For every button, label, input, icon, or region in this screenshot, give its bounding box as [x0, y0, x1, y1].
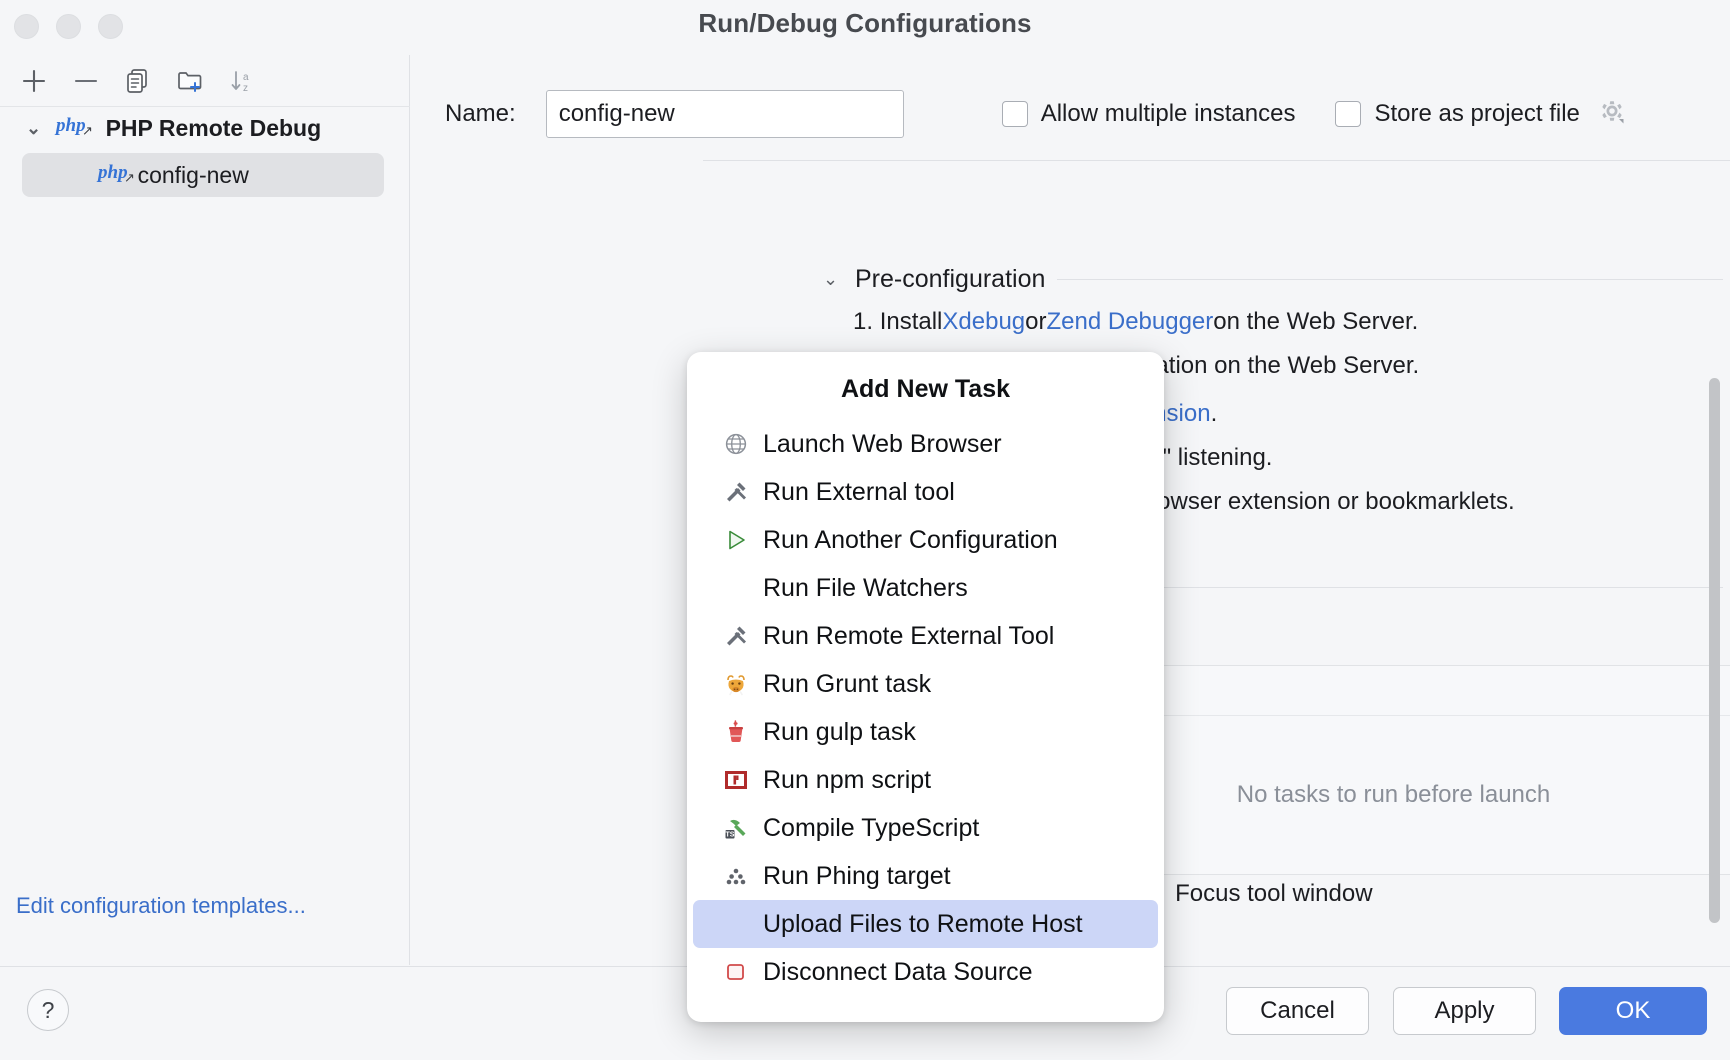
menu-item-run-grunt-task[interactable]: Run Grunt task	[693, 660, 1158, 708]
grunt-boar-icon	[721, 669, 751, 699]
tree-item-config-new[interactable]: php config-new	[22, 153, 384, 197]
step-number: 1.	[853, 308, 873, 336]
menu-item-label: Run gulp task	[763, 720, 916, 745]
npm-icon	[721, 765, 751, 795]
svg-text:TS: TS	[726, 832, 735, 839]
sort-configurations-button[interactable]: a z	[216, 59, 268, 103]
remove-configuration-button[interactable]	[60, 59, 112, 103]
configurations-sidebar: a z ⌄ php PHP Remote Debug php config-ne…	[0, 55, 410, 965]
menu-item-run-file-watchers[interactable]: Run File Watchers	[693, 564, 1158, 612]
menu-item-label: Compile TypeScript	[763, 816, 979, 841]
focus-tool-window-label: Focus tool window	[1175, 880, 1372, 908]
hammer-wrench-icon	[721, 621, 751, 651]
globe-icon	[721, 429, 751, 459]
menu-item-label: Run External tool	[763, 480, 955, 505]
play-triangle-icon	[721, 525, 751, 555]
menu-item-launch-web-browser[interactable]: Launch Web Browser	[693, 420, 1158, 468]
menu-item-run-phing-target[interactable]: Run Phing target	[693, 852, 1158, 900]
name-row: Name: Allow multiple instances Store as …	[411, 85, 1730, 143]
preconfiguration-section-header[interactable]: ⌄ Pre-configuration	[823, 265, 1723, 294]
chevron-down-icon[interactable]: ⌄	[823, 269, 843, 290]
dialog-title: Run/Debug Configurations	[0, 8, 1730, 39]
sidebar-toolbar: a z	[0, 55, 410, 107]
menu-item-run-npm-script[interactable]: Run npm script	[693, 756, 1158, 804]
menu-item-run-gulp-task[interactable]: Run gulp task	[693, 708, 1158, 756]
zend-debugger-link[interactable]: Zend Debugger	[1046, 308, 1213, 336]
menu-item-label: Run Remote External Tool	[763, 624, 1054, 649]
name-section-divider	[703, 160, 1730, 161]
name-input[interactable]	[546, 90, 904, 138]
configuration-tree: ⌄ php PHP Remote Debug php config-new	[0, 107, 410, 197]
tree-group-php-remote-debug[interactable]: ⌄ php PHP Remote Debug	[0, 107, 410, 149]
name-label: Name:	[445, 100, 516, 128]
store-as-project-file-checkbox[interactable]: Store as project file	[1335, 96, 1626, 133]
menu-item-label: Disconnect Data Source	[763, 960, 1033, 985]
checkbox-box[interactable]	[1335, 101, 1361, 127]
red-square-icon	[721, 957, 751, 987]
no-icon	[721, 573, 751, 603]
menu-item-label: Run npm script	[763, 768, 931, 793]
tree-group-label: PHP Remote Debug	[106, 115, 322, 142]
step-text: or	[1025, 308, 1046, 336]
menu-item-label: Launch Web Browser	[763, 432, 1002, 457]
menu-item-label: Run Another Configuration	[763, 528, 1058, 553]
edit-configuration-templates-link[interactable]: Edit configuration templates...	[16, 893, 306, 919]
phing-dots-icon	[721, 861, 751, 891]
help-button[interactable]: ?	[27, 989, 69, 1031]
chevron-down-icon[interactable]: ⌄	[26, 118, 46, 139]
php-icon: php	[56, 115, 86, 137]
menu-item-label: Run File Watchers	[763, 576, 968, 601]
menu-item-compile-typescript[interactable]: TS Compile TypeScript	[693, 804, 1158, 852]
ok-button[interactable]: OK	[1559, 987, 1707, 1035]
section-divider-line	[1057, 279, 1723, 280]
list-item: 1. Install Xdebug or Zend Debugger on th…	[853, 300, 1515, 344]
add-configuration-button[interactable]	[8, 59, 60, 103]
tree-item-label: config-new	[138, 162, 249, 189]
new-folder-button[interactable]	[164, 59, 216, 103]
menu-item-upload-files-to-remote-host[interactable]: Upload Files to Remote Host	[693, 900, 1158, 948]
xdebug-link[interactable]: Xdebug	[942, 308, 1025, 336]
step-text: on the Web Server.	[1213, 308, 1418, 336]
menu-item-label: Upload Files to Remote Host	[763, 912, 1083, 937]
popup-title: Add New Task	[687, 358, 1164, 420]
store-as-project-file-label: Store as project file	[1374, 100, 1579, 128]
gulp-cup-icon	[721, 717, 751, 747]
details-scrollbar[interactable]	[1709, 378, 1720, 923]
copy-configuration-button[interactable]	[112, 59, 164, 103]
allow-multiple-instances-checkbox[interactable]: Allow multiple instances	[1002, 100, 1296, 128]
checkbox-box[interactable]	[1002, 101, 1028, 127]
menu-item-run-external-tool[interactable]: Run External tool	[693, 468, 1158, 516]
gear-icon[interactable]	[1597, 96, 1627, 133]
preconfiguration-label: Pre-configuration	[855, 265, 1045, 294]
menu-item-run-another-configuration[interactable]: Run Another Configuration	[693, 516, 1158, 564]
hammer-wrench-icon	[721, 477, 751, 507]
step-text: .	[1211, 400, 1218, 428]
allow-multiple-instances-label: Allow multiple instances	[1041, 100, 1296, 128]
cancel-button[interactable]: Cancel	[1226, 987, 1369, 1035]
menu-item-run-remote-external-tool[interactable]: Run Remote External Tool	[693, 612, 1158, 660]
step-text: Install	[880, 308, 943, 336]
title-bar: Run/Debug Configurations	[0, 0, 1730, 55]
svg-text:a: a	[243, 72, 249, 83]
menu-item-label: Run Grunt task	[763, 672, 931, 697]
php-icon: php	[98, 162, 128, 184]
add-new-task-popup: Add New Task Launch Web Browser Run Exte…	[687, 352, 1164, 1022]
apply-button[interactable]: Apply	[1393, 987, 1536, 1035]
focus-tool-window-checkbox[interactable]: Focus tool window	[1136, 880, 1372, 908]
svg-text:z: z	[243, 83, 248, 94]
menu-item-label: Run Phing target	[763, 864, 951, 889]
no-icon	[721, 909, 751, 939]
typescript-hammer-icon: TS	[721, 813, 751, 843]
menu-item-disconnect-data-source[interactable]: Disconnect Data Source	[693, 948, 1158, 996]
